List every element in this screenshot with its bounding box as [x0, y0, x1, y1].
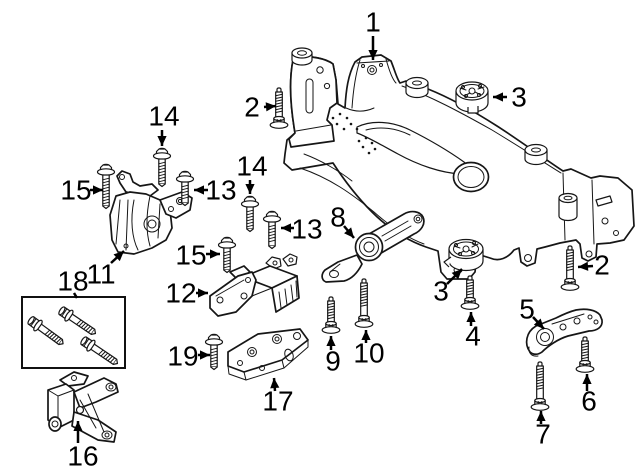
bolt-15-upper: [96, 163, 116, 210]
callout-15-arrowhead: [210, 249, 220, 259]
bolt-14-upper: [152, 147, 172, 188]
bolt-13-upper: [175, 170, 195, 207]
callout-14-label-17: 14: [236, 151, 267, 182]
kit-bolt-1: [27, 316, 64, 346]
callout-17-label-21: 17: [262, 386, 293, 417]
callout-15-label-18: 15: [60, 175, 91, 206]
callout-4-label-5: 4: [465, 321, 481, 352]
bolt-14-lower: [240, 195, 260, 233]
kit-bolt-2: [58, 306, 97, 335]
callout-6-arrowhead: [582, 374, 592, 384]
callout-6-label-7: 6: [581, 386, 597, 417]
bushing-right-end: [558, 192, 578, 222]
engine-mount-part-11: [109, 170, 193, 255]
bushing-right-upper: [524, 143, 548, 166]
bolt-6: [575, 336, 595, 373]
callout-1-label-0: 1: [365, 7, 381, 38]
callout-14-arrowhead: [157, 136, 167, 146]
bolt-2-left: [269, 87, 289, 129]
bolt-15-lower: [217, 236, 237, 274]
kit-bolt-3: [80, 336, 119, 365]
bolt-13-lower: [262, 210, 282, 250]
pendulum-bracket-part-5: [525, 308, 603, 357]
callout-13-label-14: 13: [205, 175, 236, 206]
callout-2-label-2: 2: [594, 250, 610, 281]
callout-12-label-13: 12: [165, 278, 196, 309]
torque-arm-mount-part-8: [321, 210, 425, 283]
bolt-2-right: [560, 245, 580, 291]
callout-10-label-11: 10: [353, 338, 384, 369]
callout-19-label-23: 19: [167, 341, 198, 372]
callout-2-arrowhead: [265, 102, 276, 112]
bushing-mid-top: [405, 76, 429, 99]
callout-12-arrowhead: [198, 288, 208, 298]
bolt-9: [321, 296, 341, 334]
callout-19-arrowhead: [200, 350, 210, 360]
callout-11-arrowhead: [113, 251, 124, 262]
callout-17-arrowhead: [270, 378, 280, 389]
fasteners-layer: [27, 87, 595, 411]
callout-13-arrowhead: [281, 223, 291, 233]
callout-18-arrow: [72, 292, 79, 299]
transmission-mount-part-12: [209, 253, 300, 317]
callout-8-arrowhead: [344, 227, 354, 238]
callout-14-label-16: 14: [148, 101, 179, 132]
subframe-crossmember-part-1: [283, 47, 635, 280]
callout-4-arrowhead: [466, 312, 476, 322]
callout-15-arrowhead: [93, 185, 103, 195]
bushing-left-tower: [291, 47, 313, 66]
callout-5-arrowhead: [533, 318, 544, 329]
callout-3-label-4: 3: [433, 276, 449, 307]
callout-2-label-1: 2: [244, 92, 260, 123]
callout-3-arrowhead: [451, 269, 462, 280]
callout-13-arrowhead: [194, 185, 204, 195]
callout-10-arrowhead: [361, 330, 371, 340]
bolt-10: [354, 278, 374, 328]
callout-14-arrowhead: [245, 184, 255, 194]
callout-7-arrowhead: [536, 411, 546, 421]
insulator-mount-part-3-upper: [455, 81, 489, 114]
callout-5-label-6: 5: [519, 294, 535, 325]
bolt-7: [530, 361, 550, 411]
support-bracket-part-16: [47, 371, 119, 443]
callout-2-arrowhead: [578, 261, 589, 271]
callout-18-label-22: 18: [57, 266, 88, 297]
callout-9-label-10: 9: [325, 346, 341, 377]
bolt-4: [460, 275, 480, 310]
insulator-mount-part-3-lower: [443, 238, 484, 272]
callout-15-label-19: 15: [175, 240, 206, 271]
callout-13-label-15: 13: [291, 214, 322, 245]
callout-16-arrowhead: [73, 421, 83, 431]
callout-16-label-20: 16: [67, 441, 98, 471]
callout-1-arrowhead: [368, 50, 378, 60]
rivet-dots: [331, 112, 377, 155]
bolt-19: [204, 333, 224, 371]
callout-9-arrowhead: [326, 336, 336, 346]
mount-bracket-part-17: [227, 328, 309, 381]
callout-8-label-9: 8: [330, 202, 346, 233]
callout-7-label-8: 7: [535, 419, 551, 450]
callout-3-label-3: 3: [511, 82, 527, 113]
callout-3-arrowhead: [493, 92, 503, 102]
callout-11-label-12: 11: [86, 259, 115, 290]
